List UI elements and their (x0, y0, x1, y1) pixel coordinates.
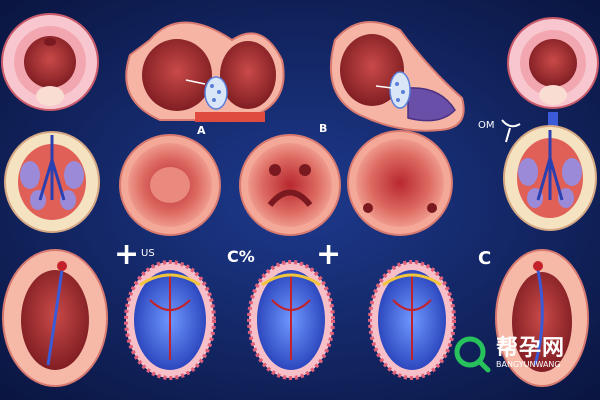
label-plus-1: + (114, 237, 140, 272)
top-right-round-organ (507, 17, 599, 132)
label-c: C (478, 248, 492, 269)
top-tube-right (329, 21, 465, 132)
mid-ball-2 (239, 134, 341, 236)
mid-ball-1 (119, 134, 221, 236)
mid-ball-3 (347, 130, 453, 236)
bottom-heart-3 (368, 260, 456, 380)
left-mid-organ (4, 131, 100, 233)
top-tube-left (125, 21, 285, 122)
label-us: US (141, 248, 155, 259)
top-left-round-organ (1, 13, 99, 111)
label-a: A (197, 124, 206, 137)
watermark-cn: 帮孕网 (496, 336, 566, 361)
bottom-heart-1 (124, 260, 216, 380)
bottom-right-organ (495, 249, 589, 387)
bottom-heart-2 (247, 260, 335, 380)
bottom-left-organ (2, 249, 108, 387)
connector-glyph (501, 119, 521, 143)
watermark-en: BANGYUNWANG (496, 360, 561, 369)
label-c-percent: C% (227, 247, 255, 266)
magnifier-q-icon (454, 336, 491, 373)
label-b: B (319, 122, 328, 135)
label-plus-2: + (316, 237, 342, 272)
right-mid-organ (503, 125, 597, 231)
watermark: 帮孕网 BANGYUNWANG (452, 330, 592, 380)
label-om: OM (478, 120, 495, 131)
